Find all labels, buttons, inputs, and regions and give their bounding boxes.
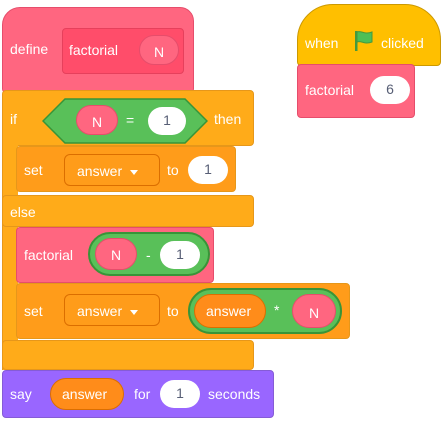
- if-else-bottom-arm: [2, 340, 254, 370]
- set-label-1: set: [24, 162, 43, 178]
- variable-dropdown-2-text: answer: [77, 303, 123, 319]
- green-flag-icon: [355, 31, 373, 51]
- else-arm: [2, 195, 254, 227]
- subtract-right-text: 1: [176, 246, 184, 262]
- variable-dropdown-1-text: answer: [77, 163, 123, 179]
- factorial-6-name: factorial: [305, 82, 355, 98]
- chevron-down-icon: [130, 169, 139, 175]
- to-label-1: to: [167, 162, 179, 178]
- chevron-down-icon: [130, 309, 139, 315]
- condition-n-reporter[interactable]: N: [76, 105, 118, 135]
- say-label: say: [10, 386, 32, 402]
- then-label: then: [214, 111, 242, 127]
- define-name: factorial: [69, 42, 119, 58]
- answer-reporter-text: answer: [206, 303, 252, 319]
- seconds-value-text: 1: [176, 385, 184, 401]
- condition-right-text: 1: [163, 112, 171, 128]
- say-for-seconds-block[interactable]: [2, 370, 274, 418]
- set-value-input-1[interactable]: 1: [188, 156, 228, 184]
- variable-dropdown-2[interactable]: answer: [64, 294, 160, 326]
- variable-dropdown-1[interactable]: answer: [64, 154, 160, 186]
- multiply-operator: *: [274, 302, 280, 318]
- to-label-2: to: [167, 303, 179, 319]
- equals-operator: =: [126, 112, 135, 128]
- multiply-n-reporter[interactable]: N: [292, 294, 336, 328]
- say-answer-text: answer: [62, 386, 108, 402]
- answer-reporter[interactable]: [194, 294, 266, 328]
- param-n-reporter[interactable]: N: [139, 35, 179, 65]
- factorial-6-input[interactable]: 6: [370, 76, 410, 104]
- set-value-text-1: 1: [204, 161, 212, 177]
- say-answer-reporter[interactable]: [50, 378, 124, 410]
- set-label-2: set: [24, 303, 43, 319]
- when-label: when: [305, 35, 339, 51]
- condition-right-input[interactable]: 1: [148, 107, 186, 135]
- if-label: if: [10, 111, 17, 127]
- factorial-call-name: factorial: [24, 247, 74, 263]
- condition-left-text: N: [91, 114, 103, 130]
- define-keyword: define: [10, 41, 49, 57]
- clicked-label: clicked: [381, 35, 424, 51]
- else-label: else: [10, 204, 36, 220]
- subtract-right-input[interactable]: 1: [160, 241, 200, 269]
- multiply-right-text: N: [308, 305, 320, 321]
- subtract-n-reporter[interactable]: N: [95, 238, 137, 270]
- param-n-text: N: [153, 44, 165, 60]
- subtract-left-text: N: [110, 247, 122, 263]
- subtract-operator: -: [146, 247, 151, 263]
- factorial-6-arg-text: 6: [386, 81, 394, 97]
- seconds-input[interactable]: 1: [160, 380, 200, 408]
- for-label: for: [134, 386, 151, 402]
- seconds-label: seconds: [208, 386, 261, 402]
